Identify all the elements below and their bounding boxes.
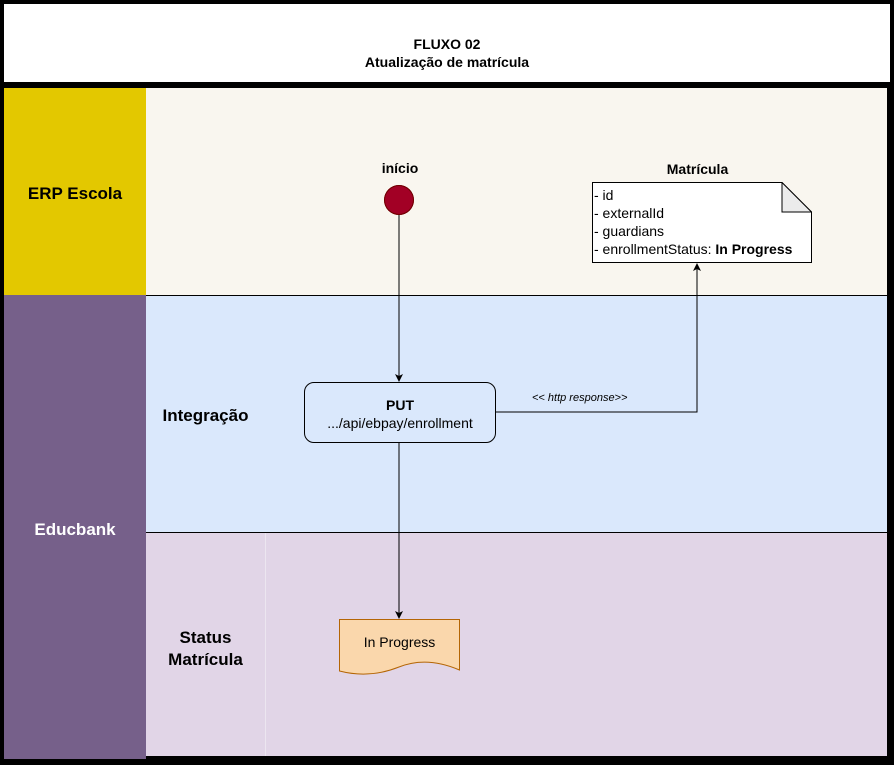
note-shape[interactable]	[592, 182, 812, 263]
note-field-guardians: - guardians	[594, 223, 665, 239]
note-field-enrollment-status: - enrollmentStatus: In Progress	[594, 240, 792, 258]
note-field-externalid: - externalId	[594, 205, 665, 221]
diagram-subtitle: Atualização de matrícula	[364, 54, 530, 70]
lane-erp-label: ERP Escola	[27, 184, 123, 203]
sublane-status-matricula	[146, 533, 887, 756]
sublane-status-label-line1: Status	[179, 628, 232, 647]
sublane-status-label: Status Matrícula	[146, 627, 265, 671]
status-document-shape[interactable]	[339, 619, 460, 679]
note-title: Matrícula	[666, 161, 729, 177]
note-field-id: - id	[594, 187, 614, 203]
status-document-label: In Progress	[363, 634, 436, 650]
start-label: início	[381, 160, 419, 176]
start-node[interactable]	[384, 185, 414, 215]
put-method: PUT	[386, 397, 414, 413]
lane-educbank-header	[4, 295, 146, 759]
diagram-title: FLUXO 02	[413, 36, 481, 52]
sublane-status-label-line2: Matrícula	[168, 650, 243, 669]
put-path: .../api/ebpay/enrollment	[327, 415, 473, 431]
lane-educbank-label: Educbank	[34, 520, 116, 539]
diagram-title-box: FLUXO 02 Atualização de matrícula	[4, 4, 890, 82]
http-response-label: << http response>>	[532, 392, 628, 404]
sublane-divider	[265, 533, 266, 756]
note-fields: - id - externalId - guardians - enrollme…	[594, 186, 792, 258]
note-fold-corner	[781, 182, 812, 213]
lane-erp-header	[4, 88, 146, 295]
sublane-integracao	[146, 296, 887, 532]
note-field-status-value: In Progress	[715, 241, 793, 257]
edge-put-to-note	[495, 263, 701, 413]
put-request-node[interactable]: PUT .../api/ebpay/enrollment	[304, 382, 496, 443]
sublane-integracao-label: Integração	[162, 406, 249, 425]
note-field-status-key: - enrollmentStatus:	[594, 241, 716, 257]
